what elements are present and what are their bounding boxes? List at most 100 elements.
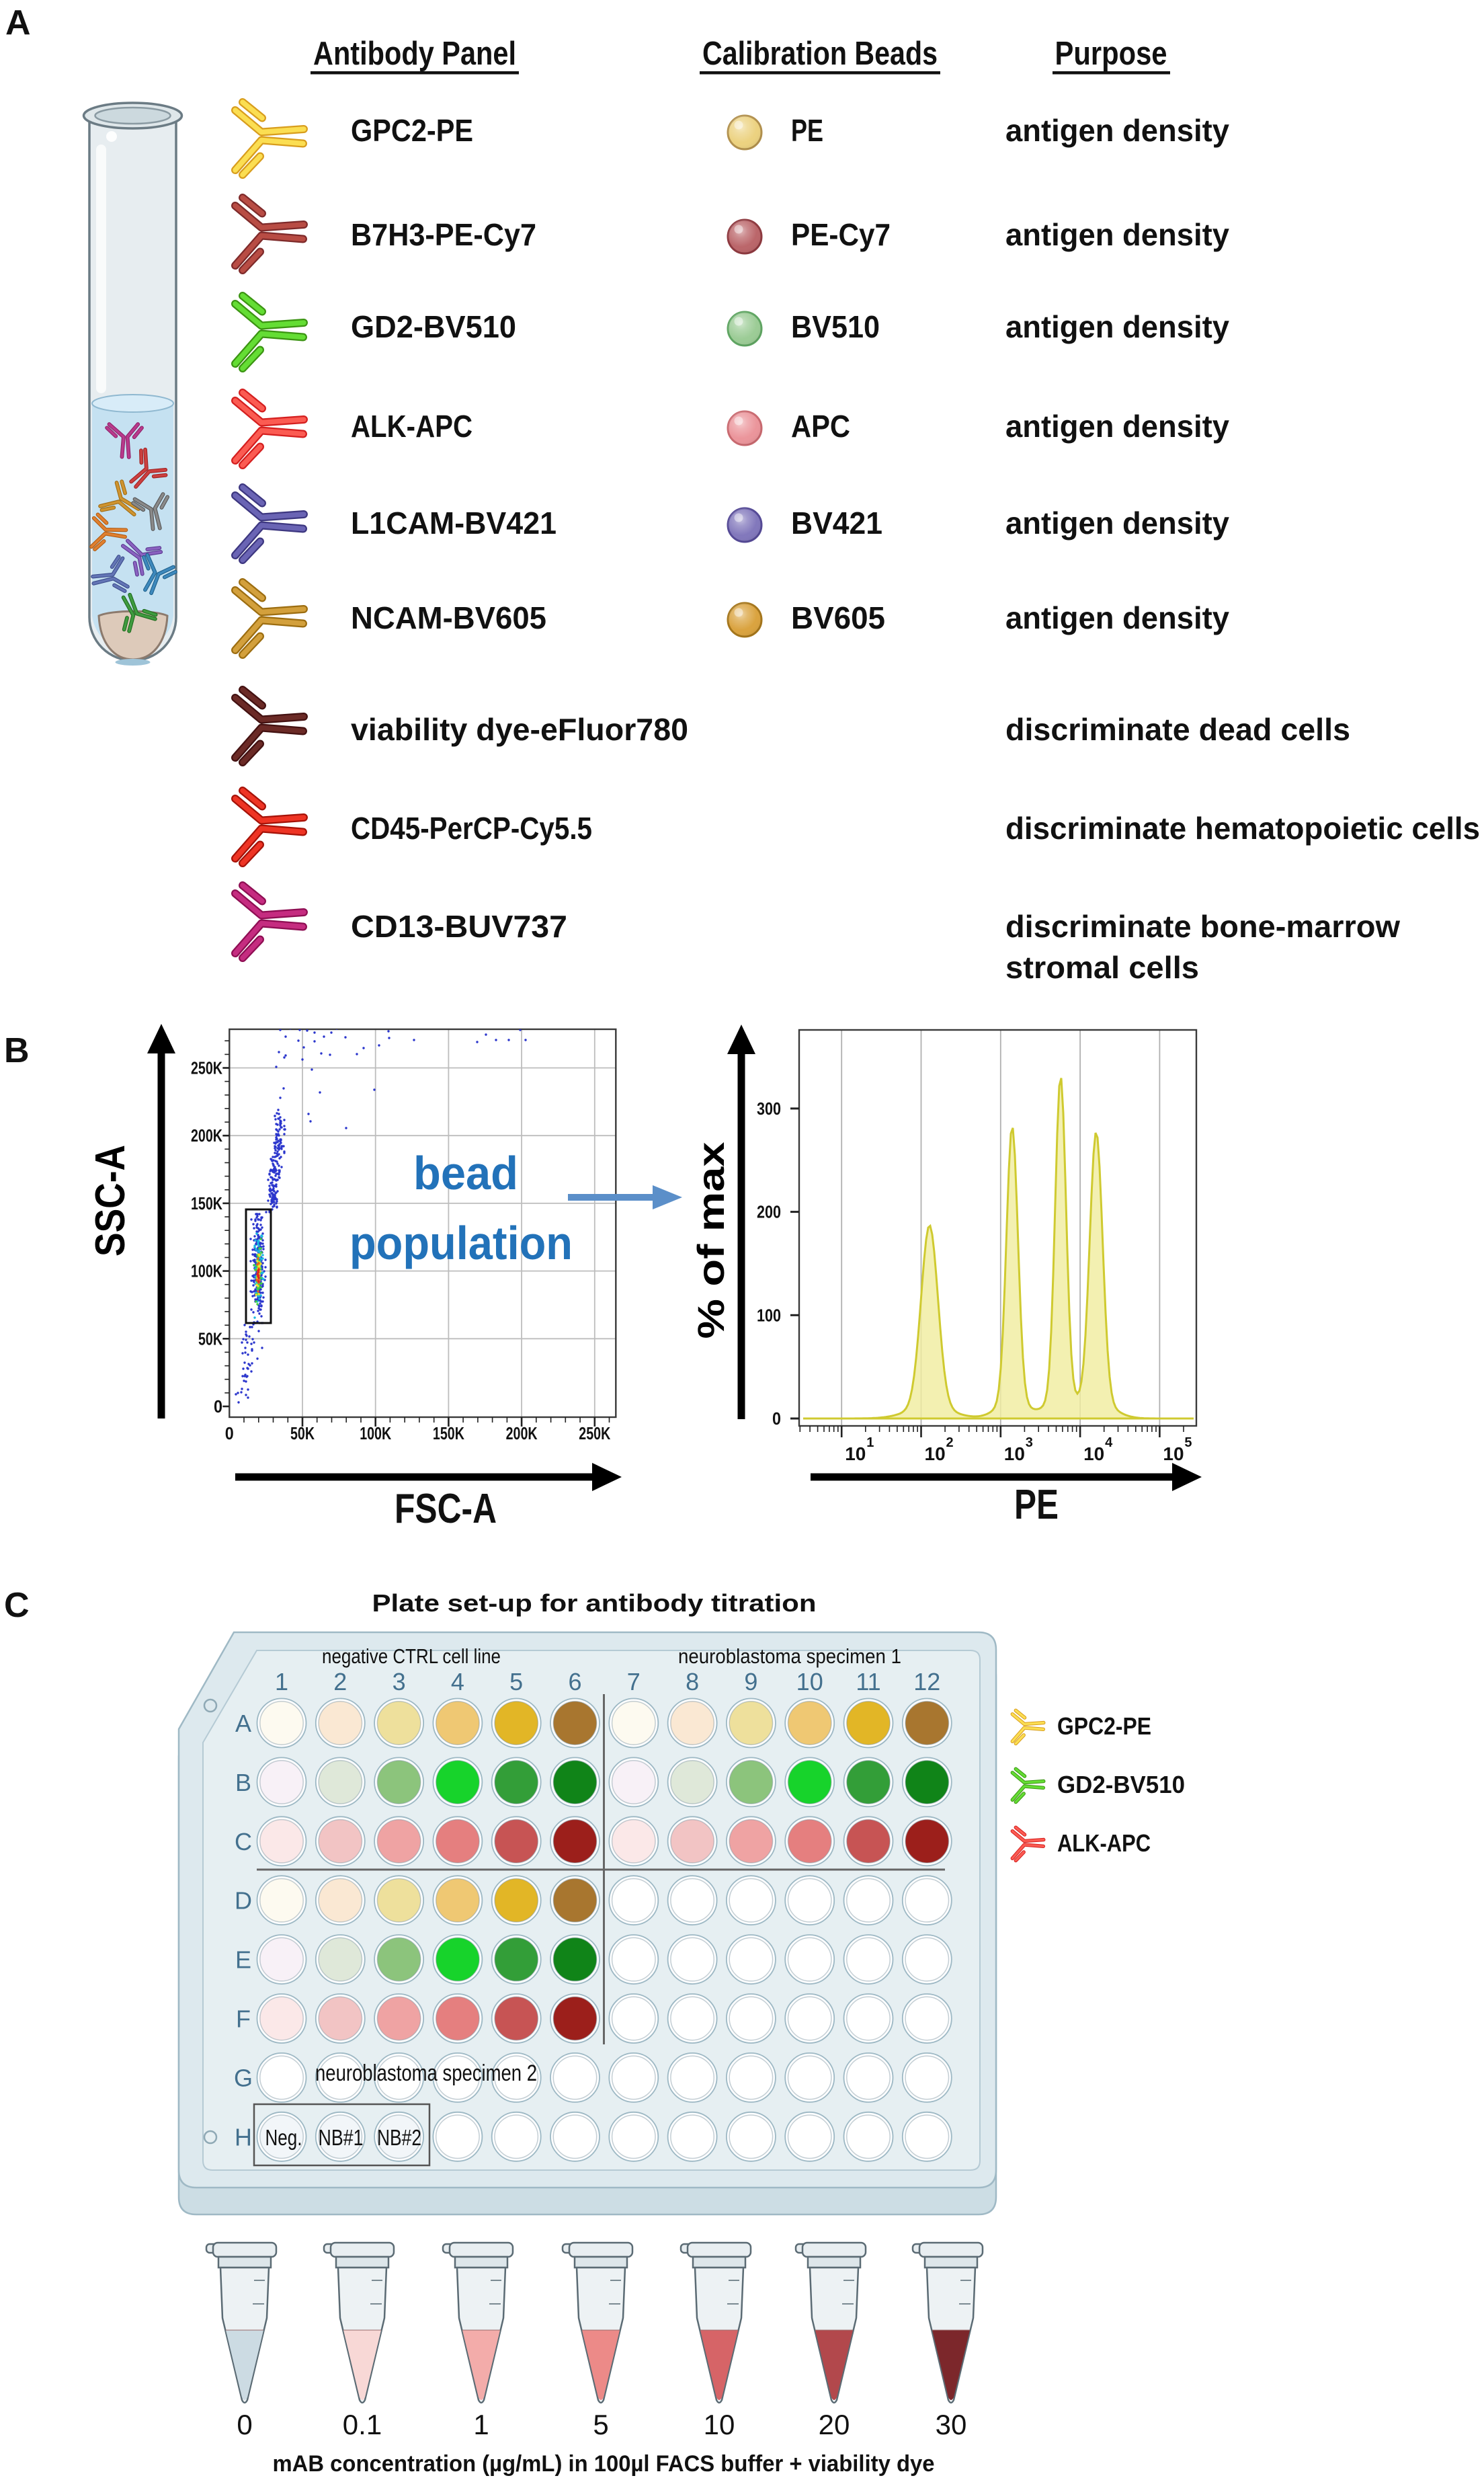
- svg-text:Plate set-up for antibody titr: Plate set-up for antibody titration: [372, 1589, 817, 1617]
- svg-text:stromal cells: stromal cells: [1005, 950, 1199, 985]
- svg-text:FSC-A: FSC-A: [395, 1486, 497, 1532]
- svg-text:L1CAM-BV421: L1CAM-BV421: [351, 506, 556, 541]
- svg-text:GPC2-PE: GPC2-PE: [1057, 1712, 1151, 1740]
- svg-text:20: 20: [819, 2409, 850, 2440]
- svg-text:50K: 50K: [290, 1423, 315, 1443]
- svg-text:H: H: [235, 2123, 252, 2151]
- svg-text:200: 200: [757, 1202, 781, 1222]
- svg-text:0: 0: [214, 1396, 222, 1416]
- svg-text:250K: 250K: [191, 1058, 222, 1078]
- svg-text:CD45-PerCP-Cy5.5: CD45-PerCP-Cy5.5: [351, 811, 592, 846]
- svg-text:12: 12: [913, 1668, 940, 1695]
- svg-text:neuroblastoma specimen 1: neuroblastoma specimen 1: [678, 1644, 901, 1668]
- svg-text:mAB concentration (µg/mL) in 1: mAB concentration (µg/mL) in 100µl FACS …: [273, 2451, 935, 2477]
- svg-text:C: C: [235, 1828, 252, 1855]
- svg-text:1: 1: [275, 1668, 288, 1695]
- svg-text:ALK-APC: ALK-APC: [351, 409, 472, 444]
- svg-text:200K: 200K: [191, 1125, 222, 1146]
- svg-text:2: 2: [946, 1435, 954, 1450]
- svg-text:10: 10: [925, 1443, 946, 1464]
- svg-text:antigen density: antigen density: [1005, 113, 1229, 148]
- svg-text:CD13-BUV737: CD13-BUV737: [351, 909, 567, 944]
- svg-text:C: C: [4, 1586, 30, 1625]
- svg-text:E: E: [235, 1946, 251, 1974]
- svg-text:Neg.: Neg.: [265, 2125, 302, 2150]
- svg-text:SSC-A: SSC-A: [87, 1145, 134, 1256]
- svg-text:PE: PE: [1014, 1482, 1059, 1528]
- svg-text:2: 2: [333, 1668, 347, 1695]
- svg-text:B7H3-PE-Cy7: B7H3-PE-Cy7: [351, 217, 536, 252]
- svg-text:PE-Cy7: PE-Cy7: [791, 217, 891, 252]
- svg-text:B: B: [235, 1769, 251, 1796]
- svg-text:antigen density: antigen density: [1005, 506, 1229, 541]
- svg-text:10: 10: [1083, 1443, 1104, 1464]
- svg-text:0: 0: [237, 2409, 252, 2440]
- svg-text:antigen density: antigen density: [1005, 409, 1229, 444]
- svg-text:0: 0: [772, 1408, 781, 1429]
- svg-text:GD2-BV510: GD2-BV510: [1057, 1771, 1185, 1798]
- svg-text:NCAM-BV605: NCAM-BV605: [351, 600, 546, 635]
- svg-text:G: G: [234, 2064, 253, 2091]
- svg-text:antigen density: antigen density: [1005, 217, 1229, 252]
- svg-text:8: 8: [686, 1668, 699, 1695]
- svg-text:150K: 150K: [191, 1193, 222, 1213]
- svg-text:0.1: 0.1: [343, 2409, 382, 2440]
- svg-text:4: 4: [1105, 1435, 1113, 1450]
- svg-text:1: 1: [866, 1435, 874, 1450]
- svg-text:10: 10: [704, 2409, 735, 2440]
- svg-text:discriminate bone-marrow: discriminate bone-marrow: [1005, 909, 1400, 944]
- svg-text:Calibration Beads: Calibration Beads: [702, 36, 938, 72]
- svg-text:PE: PE: [791, 113, 823, 148]
- svg-text:neuroblastoma specimen 2: neuroblastoma specimen 2: [315, 2061, 537, 2086]
- svg-text:100: 100: [757, 1305, 781, 1325]
- svg-text:ALK-APC: ALK-APC: [1057, 1829, 1151, 1857]
- svg-text:BV510: BV510: [791, 309, 880, 344]
- svg-text:bead: bead: [413, 1147, 518, 1199]
- svg-text:NB#1: NB#1: [319, 2125, 364, 2150]
- svg-text:300: 300: [757, 1098, 781, 1119]
- svg-text:6: 6: [568, 1668, 581, 1695]
- svg-text:B: B: [4, 1031, 30, 1070]
- svg-text:% of max: % of max: [690, 1142, 732, 1339]
- svg-text:3: 3: [1026, 1435, 1033, 1450]
- svg-text:4: 4: [451, 1668, 464, 1695]
- svg-text:30: 30: [936, 2409, 967, 2440]
- svg-text:D: D: [235, 1887, 252, 1915]
- svg-text:F: F: [236, 2005, 251, 2033]
- svg-text:A: A: [5, 3, 31, 42]
- svg-text:9: 9: [744, 1668, 757, 1695]
- svg-text:A: A: [235, 1710, 251, 1737]
- svg-text:0: 0: [225, 1423, 234, 1443]
- svg-text:200K: 200K: [506, 1423, 538, 1443]
- svg-text:antigen density: antigen density: [1005, 600, 1229, 635]
- svg-text:7: 7: [627, 1668, 641, 1695]
- svg-text:10: 10: [1004, 1443, 1025, 1464]
- svg-text:5: 5: [593, 2409, 608, 2440]
- svg-text:100K: 100K: [191, 1261, 222, 1281]
- svg-text:10: 10: [845, 1443, 866, 1464]
- svg-text:150K: 150K: [433, 1423, 464, 1443]
- svg-text:viability dye-eFluor780: viability dye-eFluor780: [351, 712, 688, 747]
- svg-text:250K: 250K: [579, 1423, 610, 1443]
- svg-text:BV421: BV421: [791, 506, 882, 541]
- svg-text:population: population: [349, 1217, 573, 1269]
- svg-text:GD2-BV510: GD2-BV510: [351, 309, 516, 344]
- svg-text:APC: APC: [791, 409, 850, 444]
- svg-text:antigen density: antigen density: [1005, 309, 1229, 344]
- svg-text:BV605: BV605: [791, 600, 885, 635]
- svg-text:Purpose: Purpose: [1055, 36, 1167, 72]
- svg-text:NB#2: NB#2: [377, 2125, 421, 2150]
- svg-text:Antibody Panel: Antibody Panel: [313, 36, 516, 72]
- svg-text:10: 10: [1163, 1443, 1184, 1464]
- svg-text:negative CTRL cell line: negative CTRL cell line: [322, 1644, 501, 1668]
- svg-text:5: 5: [509, 1668, 523, 1695]
- svg-text:10: 10: [796, 1668, 823, 1695]
- svg-text:discriminate dead cells: discriminate dead cells: [1005, 712, 1350, 747]
- svg-text:11: 11: [856, 1668, 880, 1695]
- svg-text:discriminate hematopoietic cel: discriminate hematopoietic cells: [1005, 811, 1480, 846]
- svg-text:5: 5: [1184, 1435, 1192, 1450]
- svg-text:3: 3: [393, 1668, 406, 1695]
- svg-text:1: 1: [473, 2409, 489, 2440]
- svg-text:GPC2-PE: GPC2-PE: [351, 113, 473, 148]
- svg-text:50K: 50K: [198, 1328, 222, 1349]
